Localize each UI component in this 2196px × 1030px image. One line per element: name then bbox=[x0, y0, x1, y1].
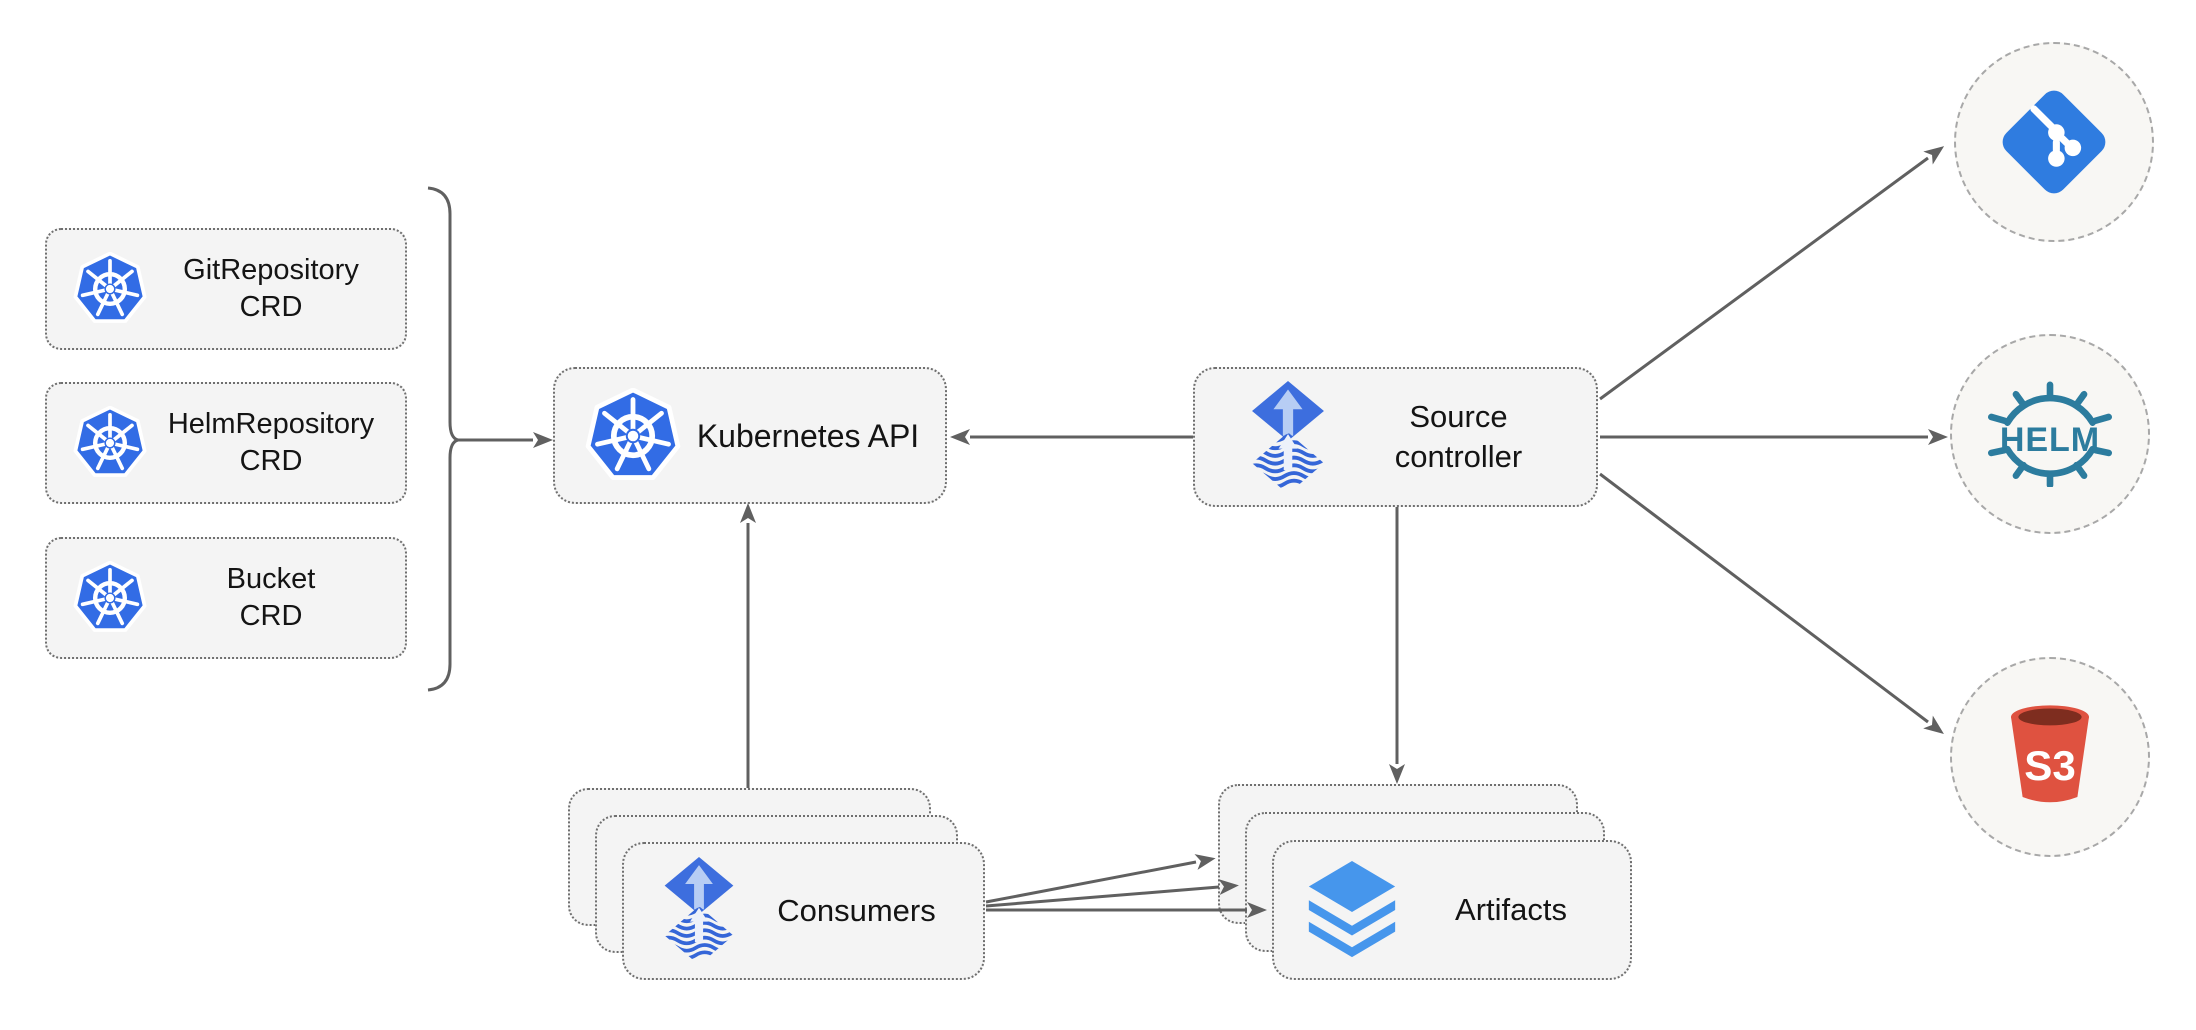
kubernetes-api-text: Kubernetes API bbox=[696, 417, 920, 454]
source-controller-line1: Source bbox=[1409, 399, 1508, 434]
node-artifacts: Artifacts bbox=[1272, 840, 1632, 980]
source-controller-label: Source controller bbox=[1331, 397, 1596, 477]
artifacts-label: Artifacts bbox=[1402, 890, 1630, 930]
node-bucket-crd: Bucket CRD bbox=[45, 537, 407, 659]
bucket-crd-line2: CRD bbox=[239, 600, 303, 632]
artifacts-text: Artifacts bbox=[1455, 892, 1567, 927]
crd-group-brace bbox=[427, 186, 459, 692]
node-gitrepository-crd: GitRepository CRD bbox=[45, 228, 407, 350]
flux-icon bbox=[658, 857, 740, 965]
node-kubernetes-api: Kubernetes API bbox=[553, 367, 947, 504]
kubernetes-icon bbox=[73, 252, 147, 326]
arrow-consumers-to-artifacts-1 bbox=[985, 854, 1216, 904]
gitrepository-crd-line1: GitRepository bbox=[183, 254, 359, 286]
kubernetes-icon bbox=[73, 561, 147, 635]
node-consumers: Consumers bbox=[622, 842, 985, 980]
node-helmrepository-crd: HelmRepository CRD bbox=[45, 382, 407, 504]
s3-icon: S3 bbox=[1997, 698, 2103, 816]
gitrepository-crd-label: GitRepository CRD bbox=[147, 252, 405, 326]
helmrepository-crd-line1: HelmRepository bbox=[167, 408, 375, 440]
circle-helm-source: HELM bbox=[1950, 334, 2150, 534]
bucket-crd-line1: Bucket bbox=[226, 563, 316, 595]
layers-icon bbox=[1302, 859, 1402, 961]
helmrepository-crd-label: HelmRepository CRD bbox=[147, 406, 405, 480]
s3-logo-text: S3 bbox=[2024, 742, 2076, 789]
helm-logo-text: HELM bbox=[2000, 421, 2100, 459]
node-source-controller: Source controller bbox=[1193, 367, 1598, 507]
arrow-source-controller-to-git bbox=[1599, 146, 1945, 401]
kubernetes-api-label: Kubernetes API bbox=[681, 416, 945, 456]
helm-icon: HELM bbox=[1979, 381, 2121, 487]
gitrepository-crd-line2: CRD bbox=[239, 291, 303, 323]
flux-icon bbox=[1245, 381, 1331, 494]
bucket-crd-label: Bucket CRD bbox=[147, 561, 405, 635]
helmrepository-crd-line2: CRD bbox=[239, 445, 303, 477]
source-controller-line2: controller bbox=[1394, 439, 1523, 474]
consumers-label: Consumers bbox=[740, 891, 983, 931]
circle-s3-source: S3 bbox=[1950, 657, 2150, 857]
circle-git-source bbox=[1954, 42, 2154, 242]
consumers-text: Consumers bbox=[777, 893, 936, 928]
kubernetes-icon bbox=[73, 406, 147, 480]
arrow-source-controller-to-s3 bbox=[1599, 472, 1944, 735]
git-icon bbox=[1995, 83, 2113, 201]
arrow-consumers-to-artifacts-2 bbox=[985, 879, 1239, 908]
kubernetes-icon bbox=[585, 388, 681, 484]
